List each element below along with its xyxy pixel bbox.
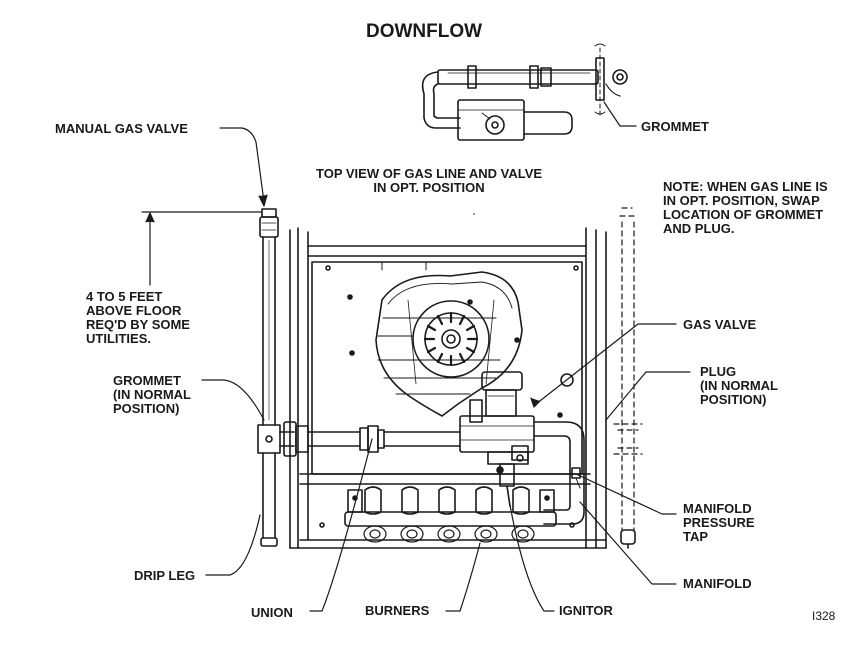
optional-gas-line-dashed [613,207,643,531]
label-manifold-pressure-tap: MANIFOLD PRESSURE TAP [683,502,755,544]
gas-riser-pipe [257,208,295,547]
furnace-cabinet [289,227,607,549]
grommet-normal-line: (IN NORMAL [113,387,191,402]
label-drip-leg: DRIP LEG [134,568,196,583]
label-grommet-normal: GROMMET (IN NORMAL POSITION) [113,374,191,416]
label-burners: BURNERS [365,603,430,618]
grommet-normal-line: POSITION) [113,401,180,416]
height-note-line: ABOVE FLOOR [86,303,182,318]
note-line: LOCATION OF GROMMET [663,207,824,222]
diagram-title: DOWNFLOW [366,21,483,42]
label-height-note: 4 TO 5 FEET ABOVE FLOOR REQ'D BY SOME UT… [86,290,190,346]
gas-valve-body [459,371,535,507]
plug-line: POSITION) [700,392,767,407]
leader-lines [201,101,691,612]
gas-line [283,421,585,525]
note-text: NOTE: WHEN GAS LINE IS IN OPT. POSITION,… [663,180,828,236]
label-ignitor: IGNITOR [559,603,613,618]
plug-line: PLUG [700,364,737,379]
note-line: AND PLUG. [663,221,735,236]
label-grommet-top: GROMMET [641,119,709,134]
height-note-line: REQ'D BY SOME [86,317,190,332]
pressure-tap-line: TAP [683,529,709,544]
burner-assembly [344,486,557,543]
inducer-blower [375,271,523,417]
label-gas-valve: GAS VALVE [683,317,757,332]
note-line: NOTE: WHEN GAS LINE IS [663,179,828,194]
pressure-tap-line: MANIFOLD [683,501,752,516]
pressure-tap-line: PRESSURE [683,515,755,530]
label-plug: PLUG (IN NORMAL POSITION) [700,365,778,407]
grommet-normal-line: GROMMET [113,373,181,388]
top-view-caption: TOP VIEW OF GAS LINE AND VALVE IN OPT. P… [316,167,542,195]
note-line: IN OPT. POSITION, SWAP [663,193,820,208]
optional-pipe-cap [620,529,636,549]
plug-line: (IN NORMAL [700,378,778,393]
height-dimension [141,211,263,286]
label-manual-gas-valve: MANUAL GAS VALVE [55,121,188,136]
figure-id: I328 [812,609,836,623]
label-union: UNION [251,605,293,620]
height-note-line: 4 TO 5 FEET [86,289,163,304]
height-note-line: UTILITIES. [86,331,151,346]
top-view-caption-line: IN OPT. POSITION [373,180,485,195]
top-view-assembly [421,43,628,141]
top-view-caption-line: TOP VIEW OF GAS LINE AND VALVE [316,166,543,181]
label-manifold: MANIFOLD [683,576,752,591]
